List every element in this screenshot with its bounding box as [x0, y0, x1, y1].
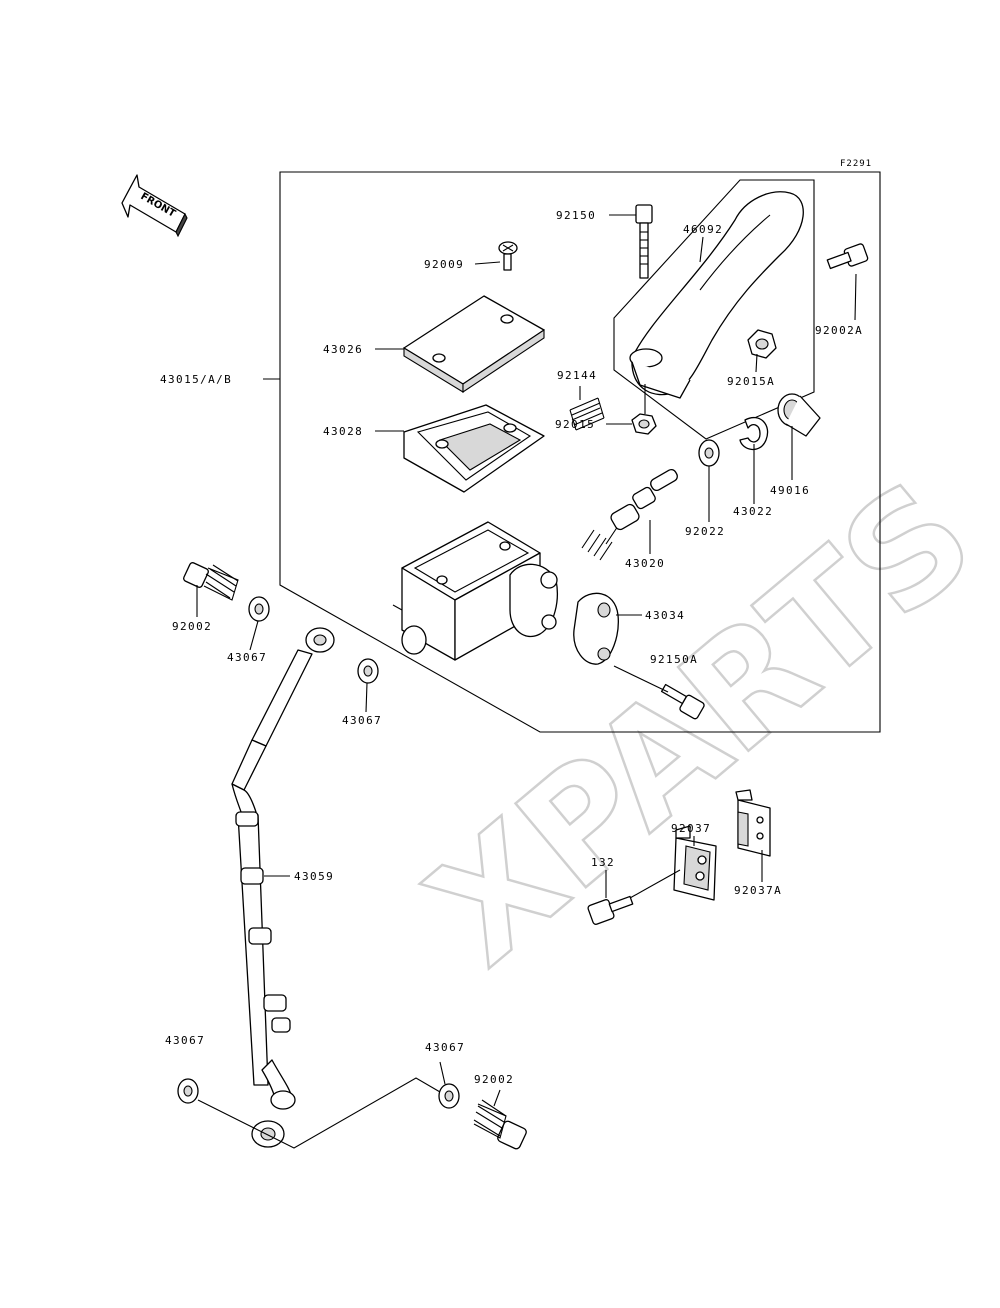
washer-92022 [698, 439, 720, 467]
bolt-92002A [826, 243, 869, 270]
diaphragm-43028 [403, 404, 545, 493]
label-43067-c: 43067 [165, 1034, 205, 1047]
label-92150: 92150 [556, 209, 596, 222]
label-46092: 46092 [683, 223, 723, 236]
label-92022: 92022 [685, 525, 725, 538]
label-43028: 43028 [323, 425, 363, 438]
label-92037: 92037 [671, 822, 711, 835]
label-43020: 43020 [625, 557, 665, 570]
screw-92009 [498, 241, 518, 271]
label-92150A: 92150A [650, 653, 698, 666]
label-43059: 43059 [294, 870, 334, 883]
label-43015AB: 43015/A/B [160, 373, 232, 386]
dust-boot-49016 [777, 393, 821, 437]
brake-lever-46092 [629, 191, 804, 399]
front-arrow-icon: FRONT [121, 174, 188, 238]
circlip-43022 [739, 416, 769, 451]
label-43022: 43022 [733, 505, 773, 518]
label-92144: 92144 [557, 369, 597, 382]
pivot-bolt-92150 [635, 204, 653, 279]
assembly-frame [279, 171, 881, 733]
master-cylinder-body [392, 521, 558, 661]
washer-43067-d [438, 1083, 460, 1109]
figure-reference: F2291 [840, 159, 872, 169]
banjo-bolt-92002-top [183, 562, 239, 601]
label-92015A: 92015A [727, 375, 775, 388]
washer-43067-b [357, 658, 379, 684]
bracket-92037A [735, 789, 771, 857]
nut-92015 [631, 413, 657, 435]
reservoir-cap-43026 [403, 295, 545, 394]
bolt-92150A [660, 683, 705, 720]
label-43026: 43026 [323, 343, 363, 356]
label-92009: 92009 [424, 258, 464, 271]
label-92015: 92015 [555, 418, 595, 431]
bracket-92037 [673, 825, 717, 901]
label-92002A: 92002A [815, 324, 863, 337]
label-49016: 49016 [770, 484, 810, 497]
brake-hose-43059 [231, 627, 335, 1148]
label-43067-a: 43067 [227, 651, 267, 664]
label-43067-d: 43067 [425, 1041, 465, 1054]
bolt-132 [587, 895, 634, 925]
washer-43067-a [248, 596, 270, 622]
leader-lines [196, 214, 857, 1149]
label-43034: 43034 [645, 609, 685, 622]
piston-kit-43020 [581, 468, 678, 561]
nut-92015A [747, 329, 777, 359]
label-92002-top: 92002 [172, 620, 212, 633]
label-132: 132 [591, 856, 615, 869]
spring-92144 [569, 397, 605, 431]
label-92037A: 92037A [734, 884, 782, 897]
label-43067-b: 43067 [342, 714, 382, 727]
banjo-bolt-92002-bottom [473, 1099, 527, 1150]
washer-43067-c [177, 1078, 199, 1104]
clamp-43034 [573, 592, 619, 665]
lever-frame [613, 179, 815, 440]
label-92002-bottom: 92002 [474, 1073, 514, 1086]
